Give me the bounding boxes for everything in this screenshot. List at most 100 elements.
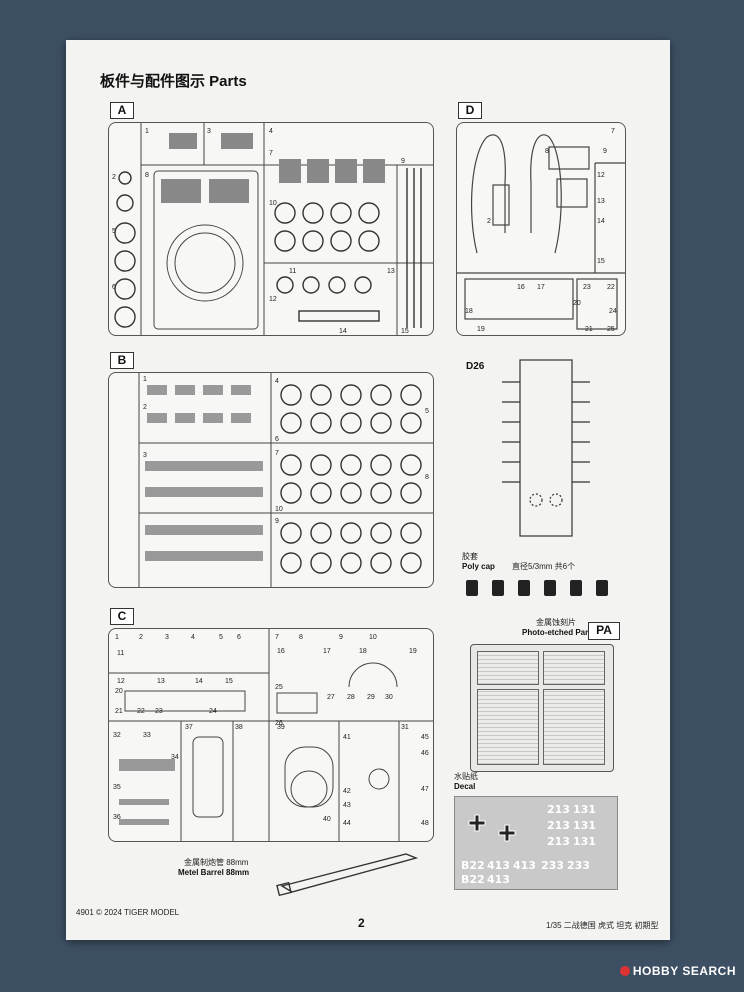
svg-text:33: 33 xyxy=(143,732,151,739)
sprue-a-tag: A xyxy=(110,102,134,119)
svg-text:46: 46 xyxy=(421,750,429,757)
metal-barrel-en: Metel Barrel 88mm xyxy=(178,868,250,877)
svg-text:15: 15 xyxy=(597,258,605,265)
svg-text:13: 13 xyxy=(387,268,395,275)
decal-crosses xyxy=(468,814,516,842)
sprue-d-tag: D xyxy=(458,102,482,119)
svg-text:13: 13 xyxy=(157,678,165,685)
svg-text:9: 9 xyxy=(339,634,343,641)
svg-text:7: 7 xyxy=(269,150,273,157)
watermark: HOBBY SEARCH xyxy=(619,964,736,978)
svg-text:38: 38 xyxy=(235,724,243,731)
polycap-icon xyxy=(518,580,530,596)
svg-text:40: 40 xyxy=(323,816,331,823)
svg-text:2: 2 xyxy=(112,174,116,181)
svg-text:12: 12 xyxy=(597,172,605,179)
polycap-icon xyxy=(544,580,556,596)
decal-cn: 水贴纸 xyxy=(454,772,478,781)
svg-text:39: 39 xyxy=(277,724,285,731)
svg-text:21: 21 xyxy=(115,708,123,715)
metal-barrel-cn: 金属制炮管 88mm xyxy=(184,858,249,867)
svg-text:1: 1 xyxy=(145,128,149,135)
svg-text:8: 8 xyxy=(545,148,549,155)
footer-left: 4901 © 2024 TIGER MODEL xyxy=(76,908,180,917)
svg-text:7: 7 xyxy=(611,128,615,135)
page-title: 板件与配件图示 Parts xyxy=(100,73,247,90)
svg-text:12: 12 xyxy=(117,678,125,685)
svg-text:9: 9 xyxy=(401,158,405,165)
svg-text:6: 6 xyxy=(275,436,279,443)
svg-text:24: 24 xyxy=(609,308,617,315)
svg-text:2: 2 xyxy=(139,634,143,641)
svg-text:3: 3 xyxy=(207,128,211,135)
svg-text:17: 17 xyxy=(537,284,545,291)
svg-text:36: 36 xyxy=(113,814,121,821)
svg-text:3: 3 xyxy=(143,452,147,459)
svg-text:42: 42 xyxy=(343,788,351,795)
svg-text:25: 25 xyxy=(275,684,283,691)
svg-text:31: 31 xyxy=(401,724,409,731)
svg-text:18: 18 xyxy=(359,648,367,655)
svg-text:1: 1 xyxy=(115,634,119,641)
svg-text:19: 19 xyxy=(409,648,417,655)
d26-label: D26 xyxy=(466,361,485,372)
polycap-icon xyxy=(492,580,504,596)
d26-part-drawing xyxy=(502,359,590,537)
svg-text:43: 43 xyxy=(343,802,351,809)
svg-text:2: 2 xyxy=(143,404,147,411)
footer-right: 1/35 二战德国 虎式 坦克 初期型 xyxy=(546,921,659,930)
svg-text:28: 28 xyxy=(347,694,355,701)
svg-text:24: 24 xyxy=(209,708,217,715)
photo-etched-cn: 金属蚀刻片 xyxy=(536,618,576,627)
svg-text:10: 10 xyxy=(269,200,277,207)
sprue-c-tag: C xyxy=(110,608,134,625)
polycap-cn: 胶套 xyxy=(462,552,478,561)
photo-etched-en: Photo-etched Parts xyxy=(522,628,596,637)
svg-text:12: 12 xyxy=(269,296,277,303)
decal-en: Decal xyxy=(454,782,476,791)
svg-text:27: 27 xyxy=(327,694,335,701)
svg-text:14: 14 xyxy=(597,218,605,225)
svg-text:14: 14 xyxy=(339,328,347,335)
svg-text:5: 5 xyxy=(112,228,116,235)
photo-etched-tag: PA xyxy=(588,622,620,640)
svg-text:45: 45 xyxy=(421,734,429,741)
page-number: 2 xyxy=(358,916,365,930)
svg-text:48: 48 xyxy=(421,820,429,827)
svg-text:4: 4 xyxy=(269,128,273,135)
svg-text:9: 9 xyxy=(275,518,279,525)
svg-text:14: 14 xyxy=(195,678,203,685)
svg-text:8: 8 xyxy=(145,172,149,179)
svg-text:23: 23 xyxy=(155,708,163,715)
svg-text:37: 37 xyxy=(185,724,193,731)
svg-text:19: 19 xyxy=(477,326,485,333)
svg-text:25: 25 xyxy=(607,326,615,333)
svg-text:13: 13 xyxy=(597,198,605,205)
svg-text:15: 15 xyxy=(225,678,233,685)
svg-text:15: 15 xyxy=(401,328,409,335)
svg-text:2: 2 xyxy=(487,218,491,225)
svg-text:9: 9 xyxy=(603,148,607,155)
svg-text:5: 5 xyxy=(219,634,223,641)
svg-text:11: 11 xyxy=(117,650,124,657)
svg-text:35: 35 xyxy=(113,784,121,791)
svg-text:23: 23 xyxy=(583,284,591,291)
svg-text:6: 6 xyxy=(112,284,116,291)
svg-text:3: 3 xyxy=(165,634,169,641)
svg-text:4: 4 xyxy=(275,378,279,385)
svg-text:30: 30 xyxy=(385,694,393,701)
sprue-b-tag: B xyxy=(110,352,134,369)
svg-text:26: 26 xyxy=(275,720,283,727)
svg-text:22: 22 xyxy=(137,708,145,715)
svg-text:41: 41 xyxy=(343,734,351,741)
svg-text:16: 16 xyxy=(277,648,285,655)
hobby-search-logo-icon xyxy=(619,966,630,976)
